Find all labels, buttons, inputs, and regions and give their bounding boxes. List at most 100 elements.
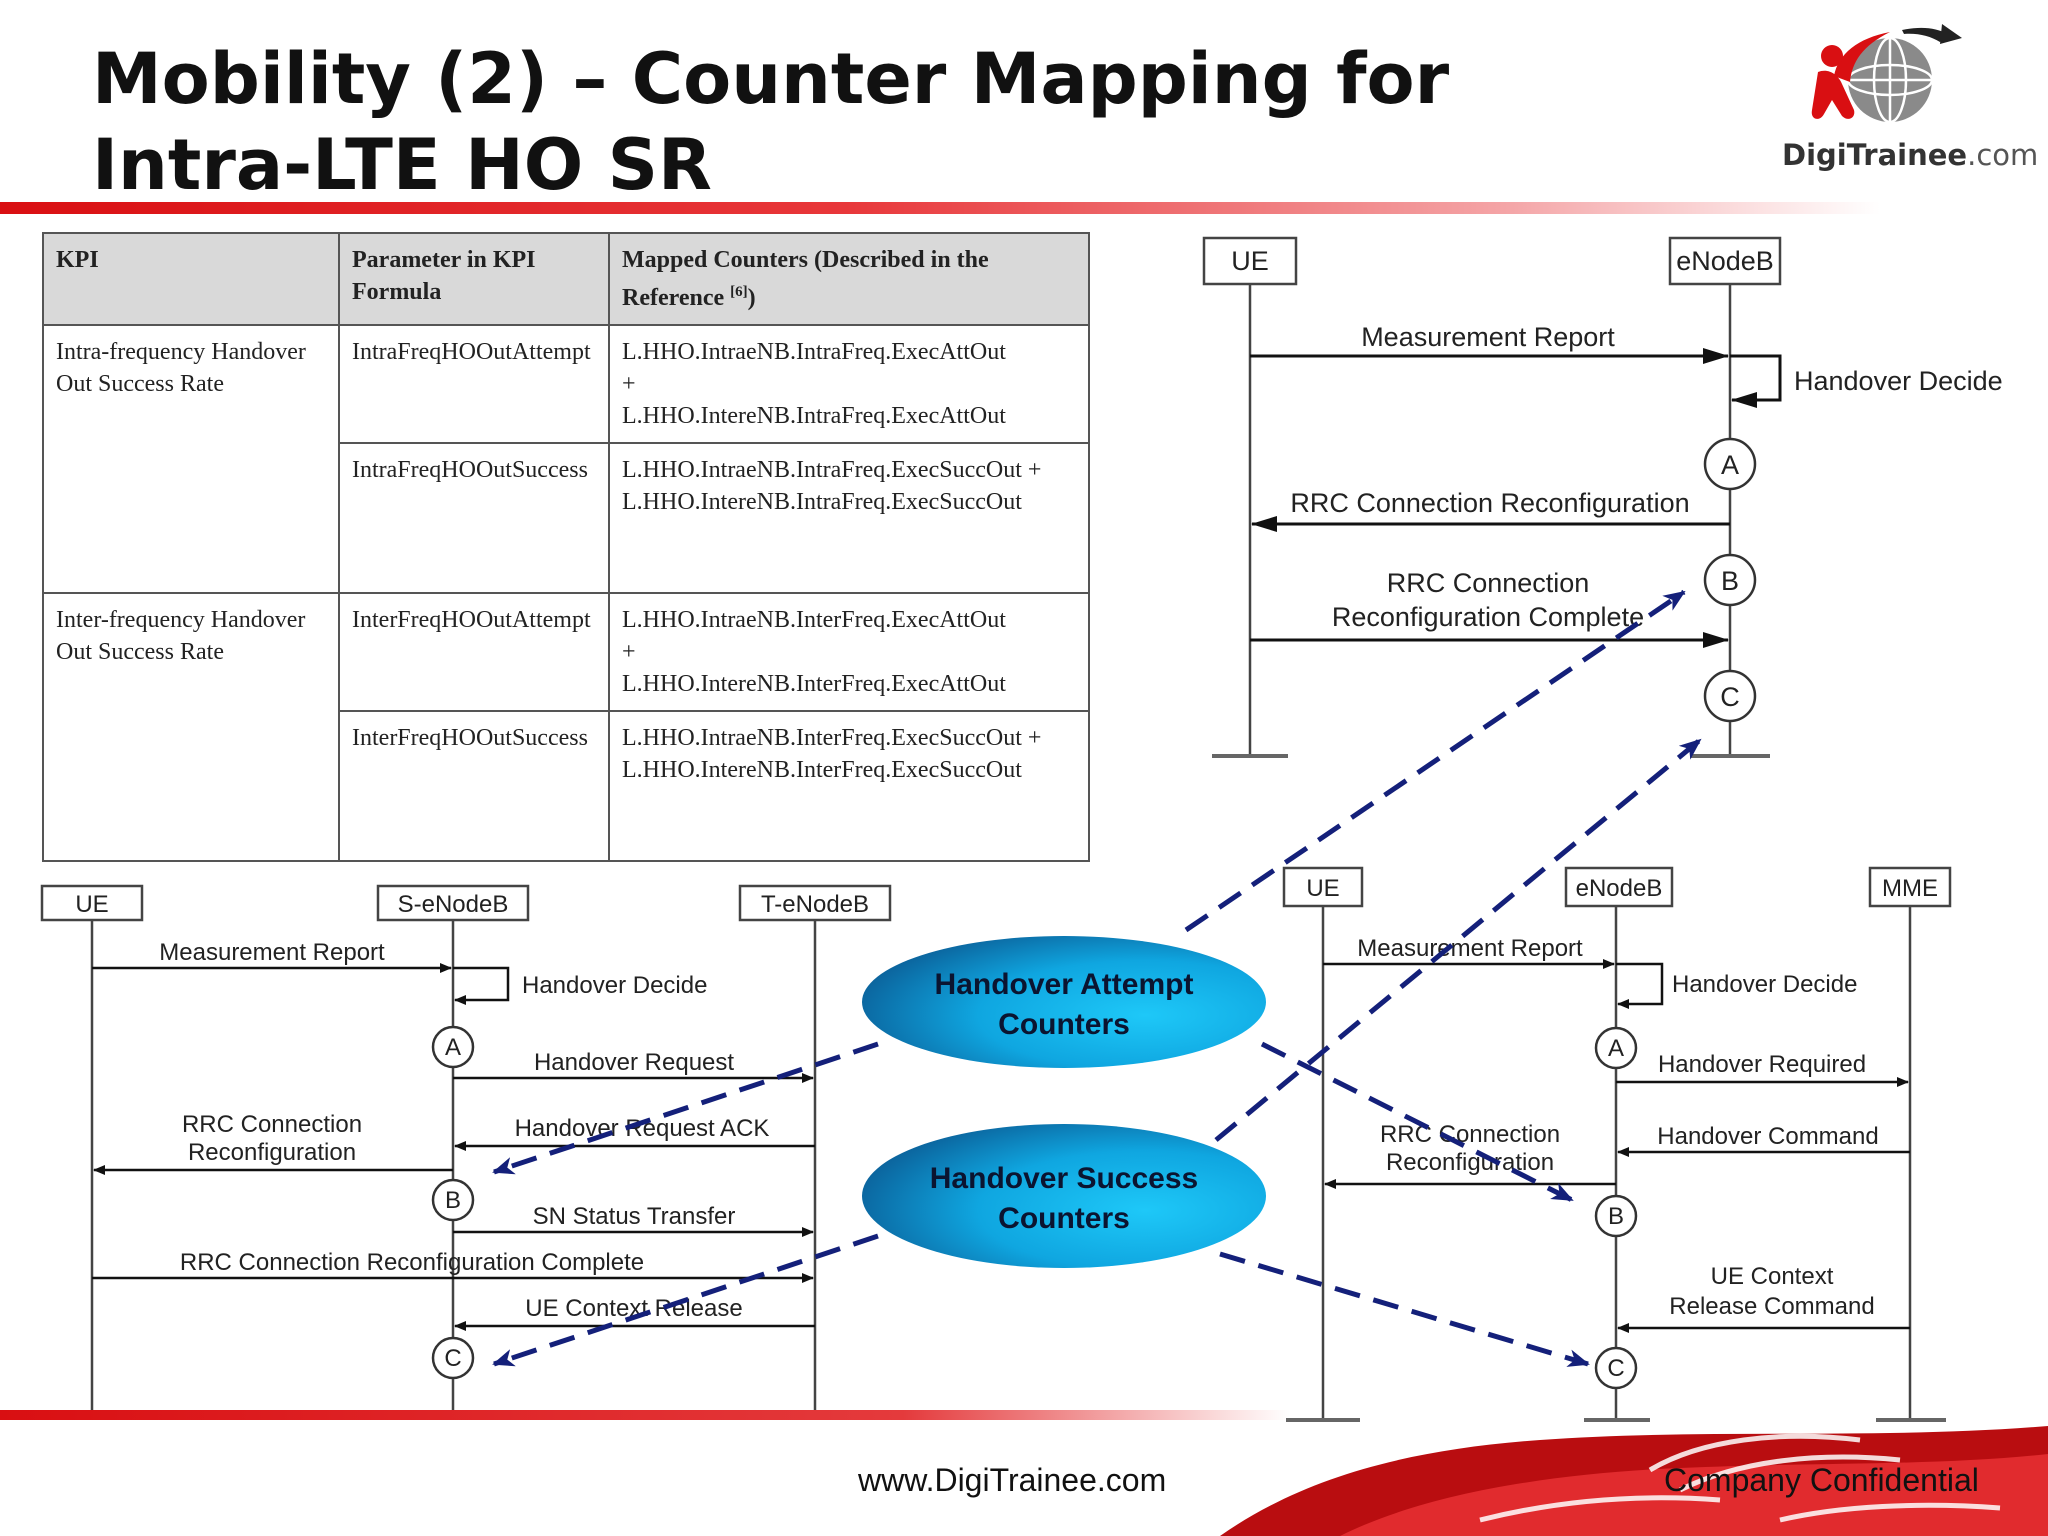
point-b: B [1703,553,1757,607]
point-b: B [1594,1194,1638,1238]
node-label-ue: UE [1306,875,1339,902]
msg-handover-decide: Handover Decide [453,966,707,1005]
s1-handover-diagram: UE eNodeB MME Measurement Report [1282,866,1952,1422]
counter-line: L.HHO.IntraeNB.IntraFreq.ExecAttOut [622,339,1006,365]
point-b: B [431,1178,475,1222]
logo-wordmark: DigiTrainee.com [1782,138,2038,172]
footer-url: www.DigiTrainee.com [858,1462,1167,1498]
parameter-cell: IntraFreqHOOutAttempt [338,324,610,444]
point-label: C [444,1345,461,1372]
header-kpi: KPI [42,232,340,326]
message-label: Release Command [1669,1293,1874,1320]
point-label: A [1721,450,1739,480]
node-label-mme: MME [1882,875,1938,902]
digitrainee-logo-icon [1811,24,1962,124]
message-label: Handover Command [1657,1123,1878,1150]
msg-handover-required: Handover Required [1616,1051,1909,1087]
message-label: Reconfiguration Complete [1332,602,1644,632]
counter-line: L.HHO.IntraeNB.IntraFreq.ExecSuccOut + [622,457,1042,483]
point-c: C [1703,669,1757,723]
parameter-cell: InterFreqHOOutAttempt [338,592,610,712]
message-label: RRC Connection [1380,1121,1560,1148]
point-label: C [1607,1355,1624,1382]
msg-rrc-reconfiguration-complete: RRC Connection Reconfiguration Complete [1250,568,1729,648]
point-label: A [1608,1035,1624,1062]
msg-handover-request-ack: Handover Request ACK [454,1115,815,1151]
point-label: B [445,1187,461,1214]
msg-rrc-connection-reconfiguration: RRC Connection Reconfiguration [93,1111,453,1175]
node-label-ue: UE [75,891,108,918]
table-row: InterFreqHOOutSuccess L.HHO.IntraeNB.Int… [43,710,1090,862]
connector-attempt-to-s1-b [1260,1041,1574,1203]
node-label-ue: UE [1231,246,1269,276]
callout-handover-success-counters: Handover Success Counters [862,1124,1266,1268]
msg-handover-decide: Handover Decide [1730,354,2003,408]
counter-line: L.HHO.IntereNB.IntraFreq.ExecSuccOut [622,489,1022,515]
header-mapped-counters: Mapped Counters (Described in the Refere… [608,232,1090,326]
message-label: Handover Decide [1672,971,1857,998]
msg-measurement-report: Measurement Report [1323,935,1615,969]
msg-measurement-report: Measurement Report [1250,322,1729,364]
lifeline-mme: MME [1868,866,1952,1422]
connector-success-to-intra-c [1214,738,1702,1142]
lifeline-s-enodeb: S-eNodeB [376,884,530,1416]
lifeline-enodeb: eNodeB [1564,866,1674,1422]
slide-title-line-2: Intra-LTE HO SR [92,124,712,206]
msg-rrc-connection-reconfiguration: RRC Connection Reconfiguration [1324,1121,1616,1189]
node-label-t-enodeb: T-eNodeB [761,891,869,918]
footer-divider [0,1410,1290,1420]
lifeline-ue: UE [1202,236,1298,758]
point-a: A [1594,1026,1638,1070]
point-c: C [1594,1346,1638,1390]
counters-cell: L.HHO.IntraeNB.InterFreq.ExecSuccOut + L… [608,710,1090,862]
node-label-enodeb: eNodeB [1576,875,1663,902]
point-c: C [431,1336,475,1380]
connector-attempt-to-intra-b [1184,589,1686,933]
msg-handover-request: Handover Request [453,1049,814,1083]
lifeline-t-enodeb: T-eNodeB [738,884,892,1416]
table-header-row: KPI Parameter in KPI Formula Mapped Coun… [42,232,1090,326]
message-label: RRC Connection Reconfiguration [1290,488,1689,518]
point-a: A [431,1025,475,1069]
message-label: Measurement Report [1357,935,1583,962]
parameter-cell: IntraFreqHOOutSuccess [338,442,610,594]
lifeline-ue: UE [40,884,144,1416]
node-label-s-enodeb: S-eNodeB [398,891,509,918]
message-label: UE Context [1711,1263,1834,1290]
intra-enodeb-diagram: UE eNodeB Measurement Report Handover De… [1202,236,2003,758]
message-label: RRC Connection Reconfiguration Complete [180,1249,644,1276]
reference-superscript: [6] [730,284,748,300]
msg-measurement-report: Measurement Report [92,939,452,973]
counters-cell: L.HHO.IntraeNB.IntraFreq.ExecSuccOut + L… [608,442,1090,594]
message-label: Handover Request [534,1049,734,1076]
counter-line: L.HHO.IntereNB.InterFreq.ExecSuccOut [622,757,1022,783]
counter-line: + [622,639,636,665]
table-row: IntraFreqHOOutSuccess L.HHO.IntraeNB.Int… [43,442,1090,594]
message-label: Handover Decide [522,972,707,999]
callout-handover-attempt-counters: Handover Attempt Counters [862,936,1266,1068]
kpi-cell: Inter-frequency Handover Out Success Rat… [42,592,340,862]
x2-handover-diagram: UE S-eNodeB T-eNodeB Measurement Report [40,884,892,1416]
message-label: Measurement Report [159,939,385,966]
counter-line: + [622,371,636,397]
logo-name: DigiTrainee [1782,138,1968,172]
msg-rrc-reconfiguration: RRC Connection Reconfiguration [1251,488,1730,532]
callout-text: Handover Success [930,1162,1198,1195]
message-label: Reconfiguration [1386,1149,1554,1176]
node-label-enodeb: eNodeB [1676,246,1774,276]
msg-rrc-reconfiguration-complete: RRC Connection Reconfiguration Complete [92,1249,814,1283]
callout-text: Counters [998,1008,1130,1041]
msg-ue-context-release-command: UE Context Release Command [1617,1263,1910,1333]
point-label: B [1608,1203,1624,1230]
callout-text: Handover Attempt [935,968,1194,1001]
counters-cell: L.HHO.IntraeNB.InterFreq.ExecAttOut + L.… [608,592,1090,712]
lifeline-ue: UE [1282,866,1364,1422]
counter-line: L.HHO.IntereNB.InterFreq.ExecAttOut [622,671,1006,697]
counter-connectors [492,589,1702,1367]
header-parameter: Parameter in KPI Formula [338,232,610,326]
counter-line: L.HHO.IntraeNB.InterFreq.ExecAttOut [622,607,1006,633]
counter-line: L.HHO.IntereNB.IntraFreq.ExecAttOut [622,403,1006,429]
slide-title: Mobility (2) – Counter Mapping for Intra… [92,36,1449,208]
message-label: Handover Request ACK [515,1115,770,1142]
